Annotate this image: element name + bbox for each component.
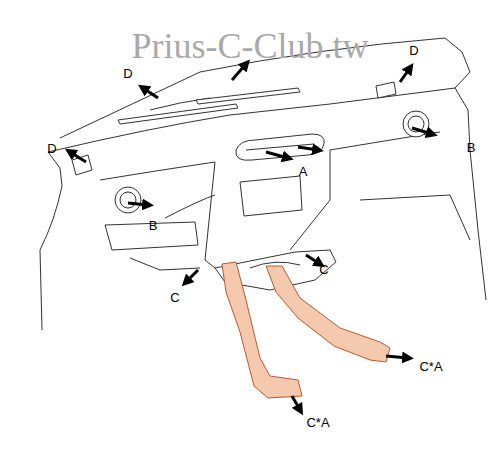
outlet-letter: B: [149, 219, 158, 232]
air-vents: [72, 82, 429, 213]
outlet-letter: C: [319, 263, 328, 276]
airflow-arrows: [70, 64, 432, 410]
outlet-letter: C*A: [306, 416, 329, 429]
outlet-letter: B: [467, 141, 476, 154]
dashboard-outline: [40, 38, 486, 330]
rear-ducts: [222, 262, 390, 398]
outlet-letter: D: [409, 44, 418, 57]
outlet-letter: A: [299, 165, 308, 178]
outlet-letter: D: [47, 142, 56, 155]
outlet-letter: D: [123, 67, 132, 80]
watermark: Prius-C-Club.tw: [131, 28, 368, 64]
outlet-letter: C: [170, 291, 179, 304]
outlet-letter: C*A: [419, 360, 442, 373]
